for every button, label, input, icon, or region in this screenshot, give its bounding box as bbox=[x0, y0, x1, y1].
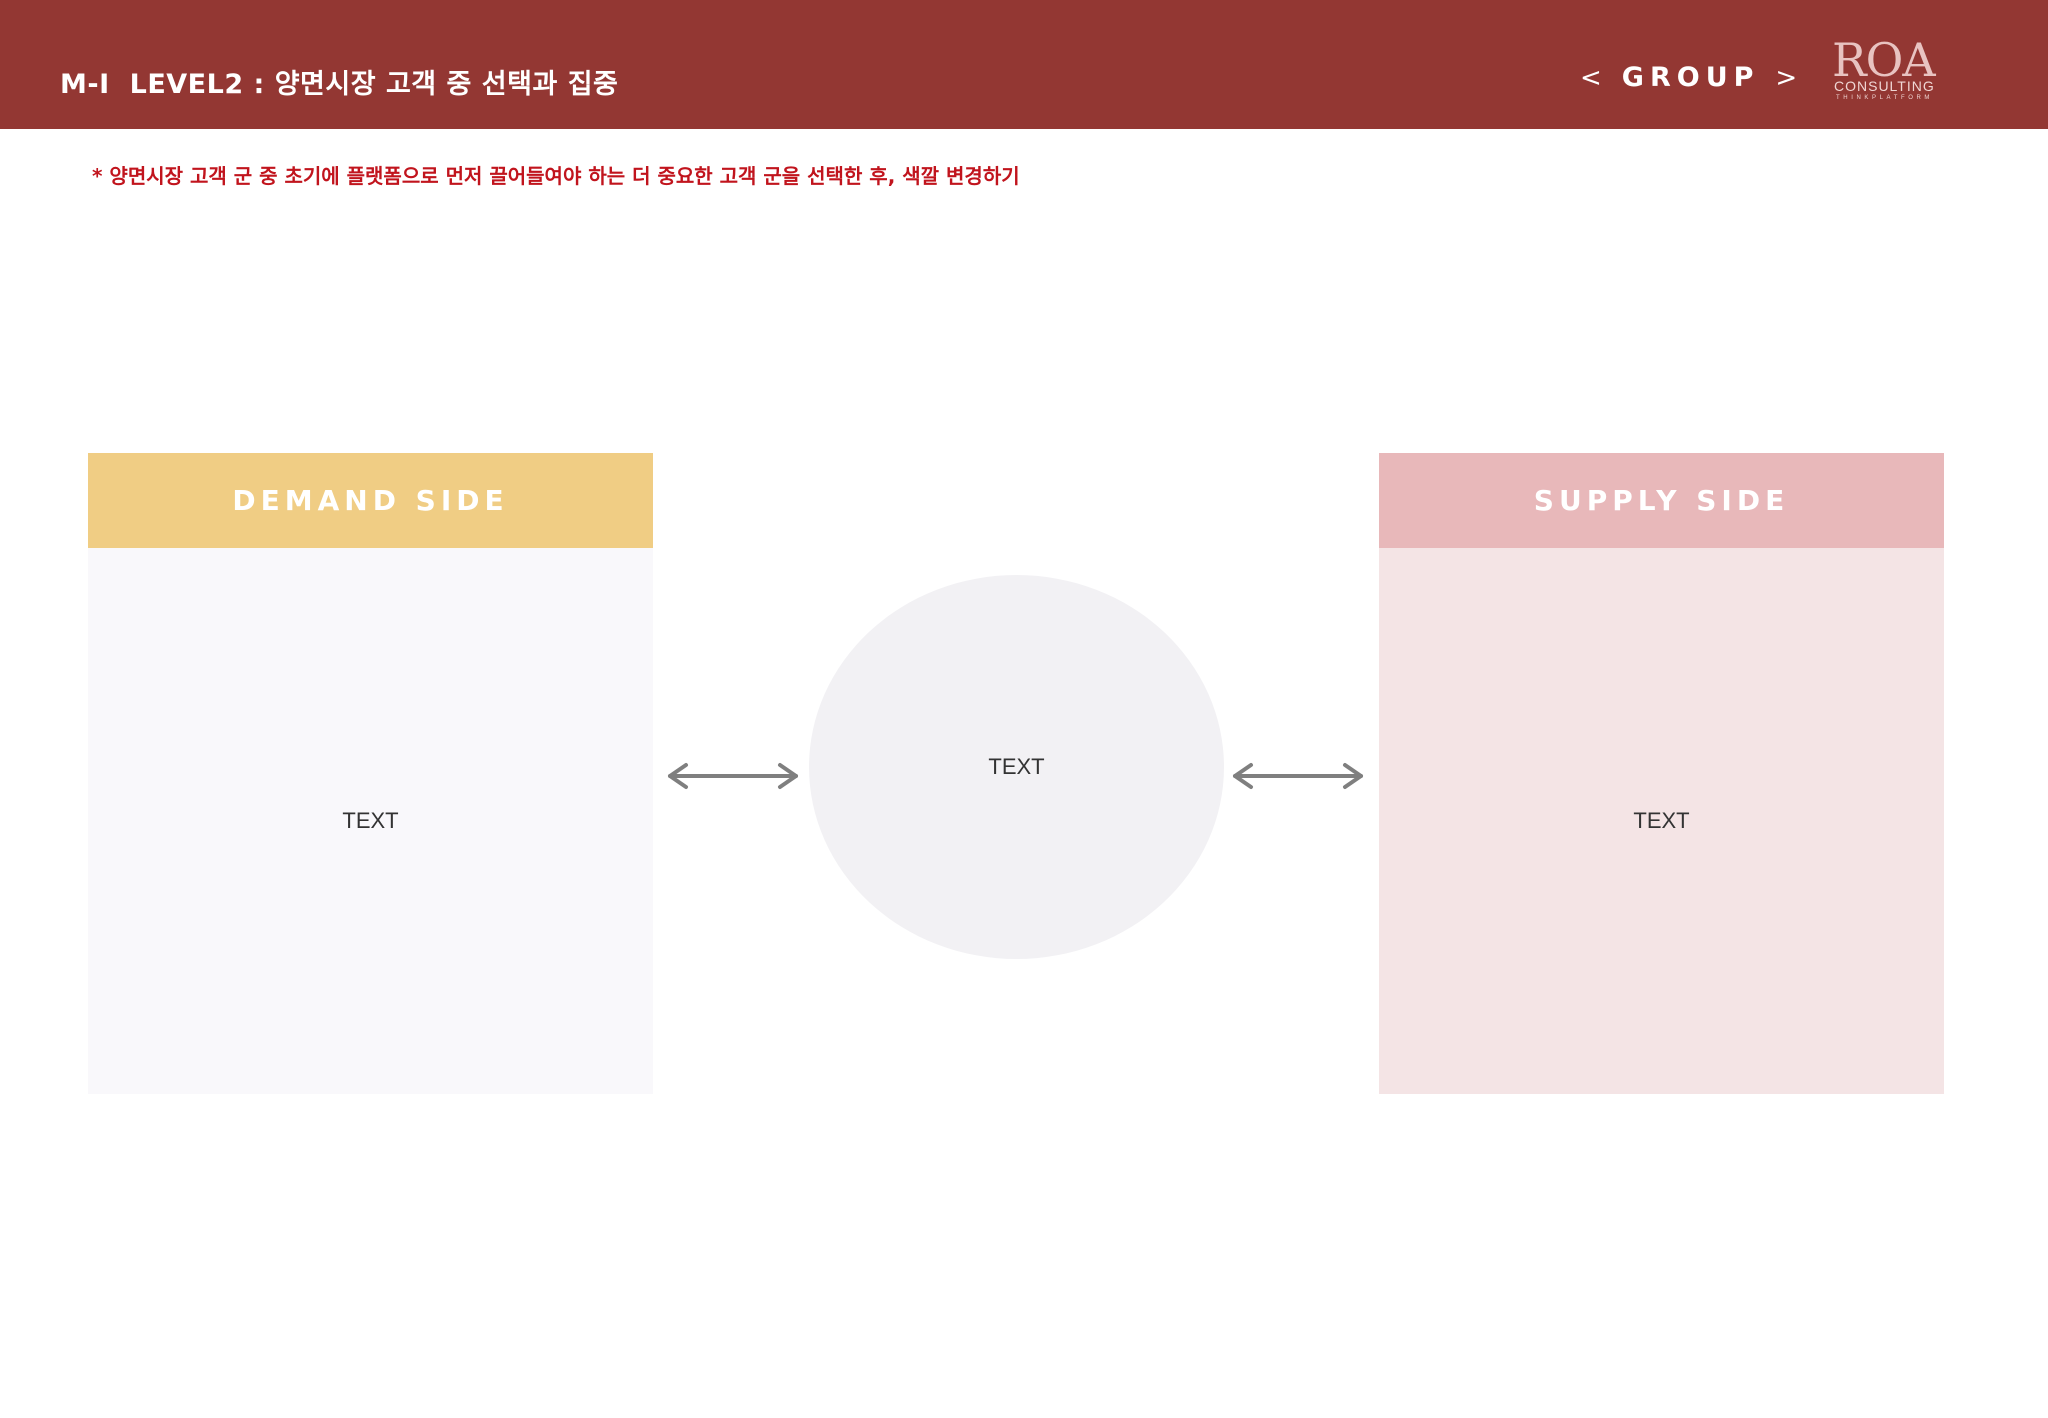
left-double-arrow bbox=[668, 763, 798, 789]
instruction-note: * 양면시장 고객 군 중 초기에 플랫폼으로 먼저 끌어들여야 하는 더 중요… bbox=[92, 164, 1020, 188]
platform-hub-circle: TEXT bbox=[809, 575, 1224, 959]
logo-subtitle: CONSULTING bbox=[1834, 78, 1935, 94]
supply-side-header: SUPPLY SIDE bbox=[1379, 453, 1944, 548]
section-code: M-Ⅰ bbox=[60, 69, 110, 100]
section-title: LEVEL2 : 양면시장 고객 중 선택과 집중 bbox=[129, 69, 619, 100]
roa-logo: ROA CONSULTING THINKPLATFORM bbox=[1828, 36, 1948, 106]
demand-side-header: DEMAND SIDE bbox=[88, 453, 653, 548]
supply-side-panel: SUPPLY SIDE TEXT bbox=[1379, 453, 1944, 1094]
logo-wordmark: ROA bbox=[1832, 33, 1936, 87]
group-nav: < GROUP > bbox=[1580, 62, 1797, 93]
group-next-button[interactable]: > bbox=[1775, 62, 1798, 93]
header-bar: M-Ⅰ LEVEL2 : 양면시장 고객 중 선택과 집중 < GROUP > R… bbox=[0, 0, 2048, 129]
group-label: GROUP bbox=[1621, 62, 1760, 93]
group-prev-button[interactable]: < bbox=[1580, 62, 1602, 93]
right-double-arrow bbox=[1233, 763, 1363, 789]
supply-side-body: TEXT bbox=[1379, 548, 1944, 1094]
page-title: M-Ⅰ LEVEL2 : 양면시장 고객 중 선택과 집중 bbox=[60, 62, 618, 101]
logo-tagline: THINKPLATFORM bbox=[1836, 95, 1934, 101]
demand-side-body: TEXT bbox=[88, 548, 653, 1094]
demand-side-panel: DEMAND SIDE TEXT bbox=[88, 453, 653, 1094]
